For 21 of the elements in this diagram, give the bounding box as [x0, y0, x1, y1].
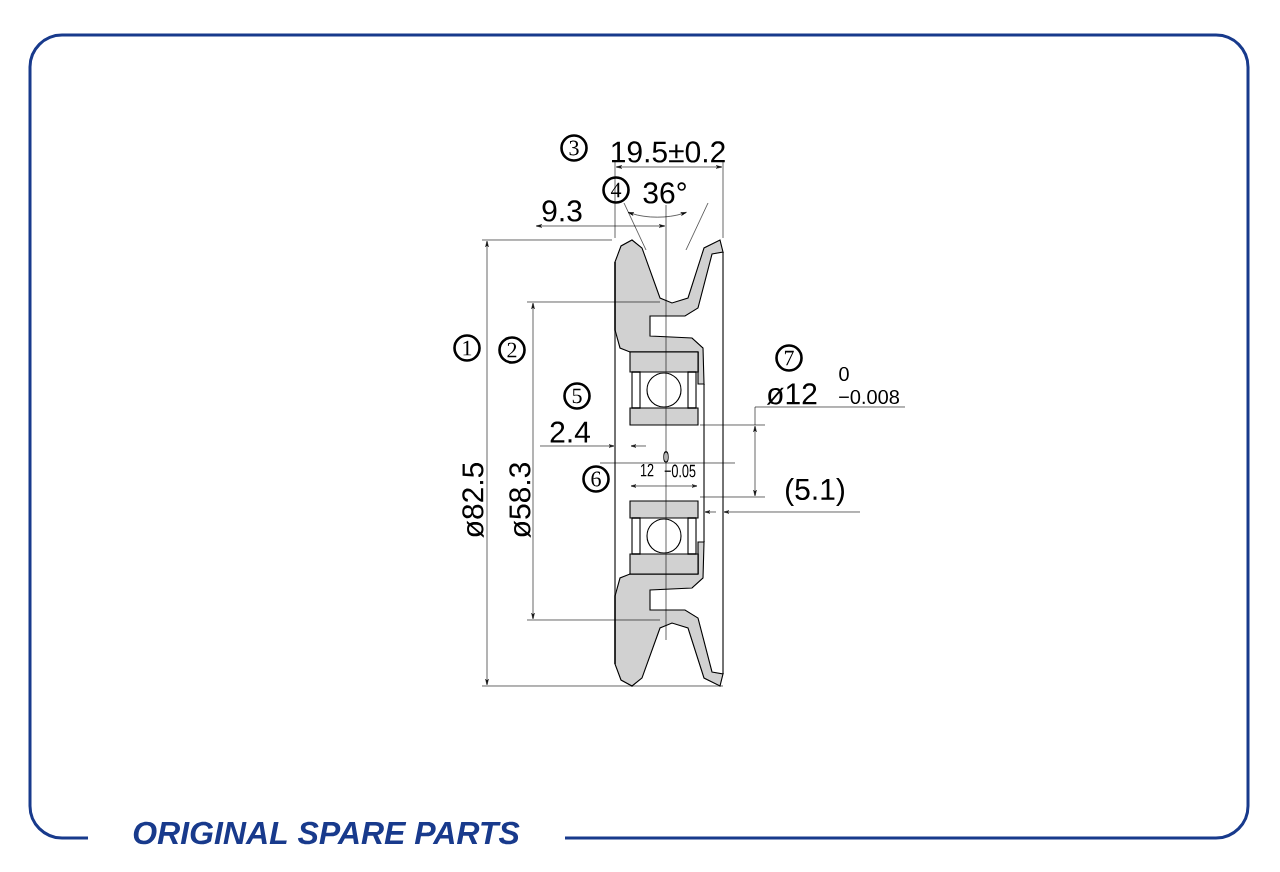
dimension-text: (5.1) [786, 478, 844, 506]
dimension-text: ø82.5 [462, 462, 484, 538]
dimension-text: ø58.3 [509, 462, 531, 538]
dimension-text: 0 [839, 366, 849, 382]
callout-number: 4 [602, 176, 630, 204]
tolerance-text: −0.05 [664, 464, 696, 478]
dimension-text: 2.4 [550, 421, 590, 443]
callout-number: 3 [560, 134, 588, 162]
dimension-text: 19.5±0.2 [612, 141, 725, 163]
callout-number: 1 [453, 334, 481, 362]
dimension-text: −0.008 [839, 389, 899, 405]
callout-number: 5 [563, 382, 591, 410]
callout-number: 7 [775, 344, 803, 372]
tolerance-text: 12 [640, 463, 654, 477]
dimension-text: ø12 [766, 383, 817, 405]
callout-number: 6 [582, 465, 610, 493]
footer-slogan: ORIGINAL SPARE PARTS [133, 821, 520, 845]
tolerance-text: 0 [663, 451, 669, 463]
dimension-text: 9.3 [542, 200, 582, 222]
callout-number: 2 [498, 336, 526, 364]
dimension-text: 36° [643, 182, 686, 204]
